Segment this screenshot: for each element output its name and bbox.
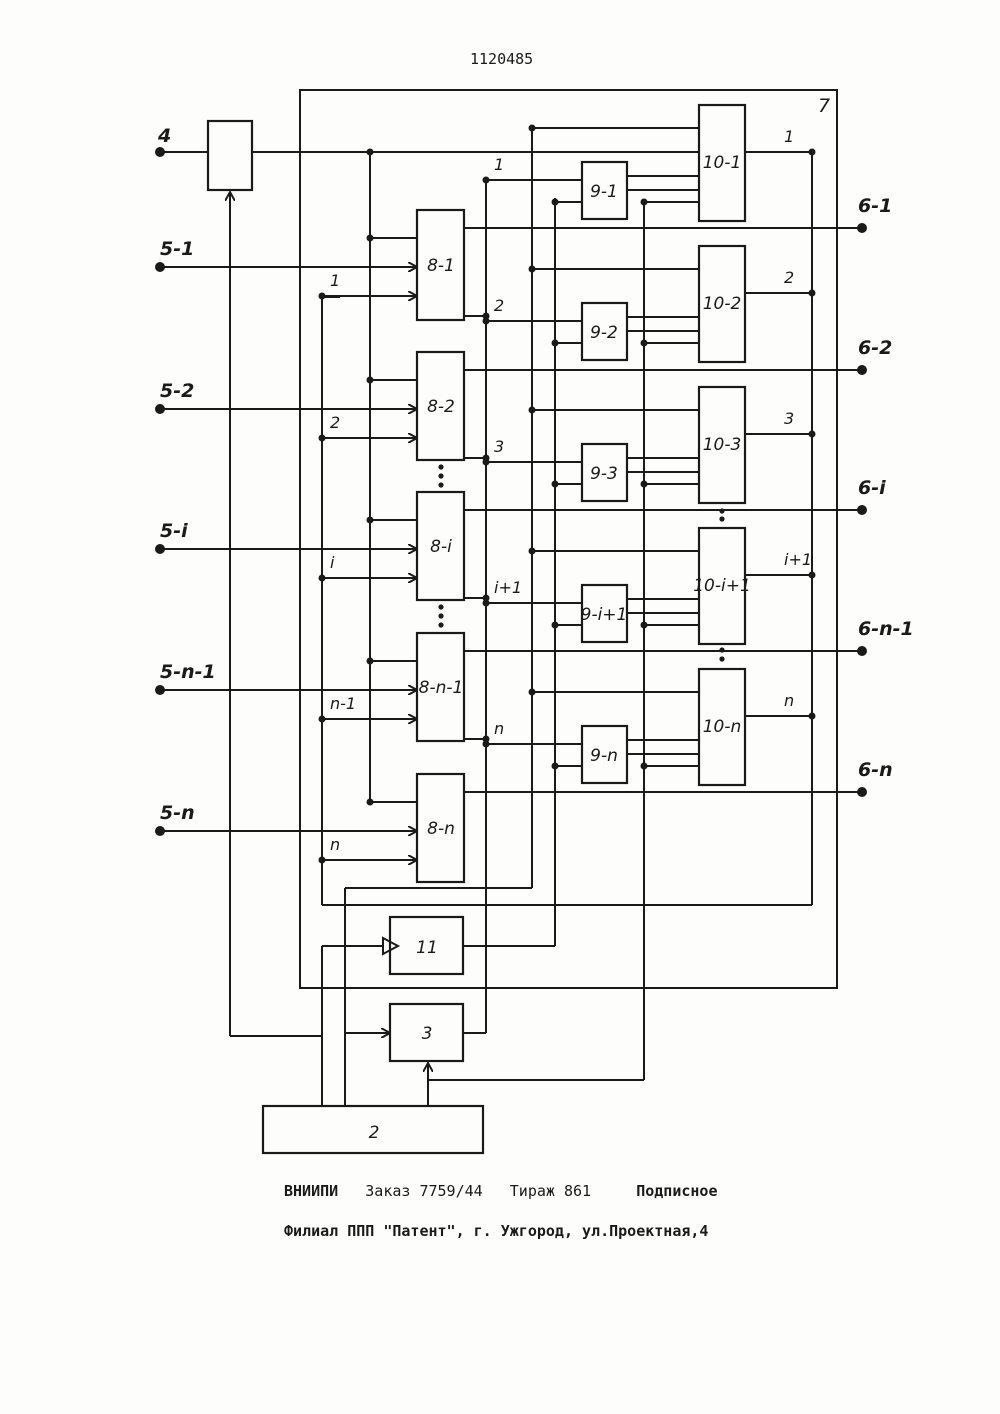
- left-wire-label-2: 2: [330, 413, 340, 432]
- block-9-i+1-label: 9-i+1: [581, 605, 628, 625]
- block-11-label: 11: [416, 938, 438, 958]
- left-wire-label-i: i: [330, 553, 335, 572]
- output-terminal-6-n-1: [857, 646, 867, 656]
- input-terminal-4: [155, 147, 165, 157]
- mid-wire-label-2: 2: [494, 296, 504, 315]
- block-9-n-label: 9-n: [590, 746, 618, 766]
- input-label-5-i: 5-i: [160, 520, 188, 542]
- output-label-6-1: 6-1: [858, 195, 892, 217]
- output-label-6-n: 6-n: [858, 759, 893, 781]
- block-10-n-label: 10-n: [703, 717, 742, 737]
- block-8-n-label: 8-n: [427, 819, 455, 839]
- right-wire-label-n: n: [784, 691, 794, 710]
- output-label-6-2: 6-2: [858, 337, 892, 359]
- block-10-1-label: 10-1: [703, 153, 742, 173]
- mid-wire-label-1: 1: [494, 155, 504, 174]
- unit-7-frame: [300, 90, 837, 988]
- footer-subscription: Подписное: [636, 1182, 717, 1200]
- footer-org: ВНИИПИ: [284, 1182, 338, 1200]
- right-wire-label-1: 1: [784, 127, 794, 146]
- mid-wire-label-i+1: i+1: [494, 578, 522, 597]
- output-terminal-6-2: [857, 365, 867, 375]
- input-terminal-5-n-1: [155, 685, 165, 695]
- mid-wire-label-n: n: [494, 719, 504, 738]
- block-2-label: 2: [369, 1123, 380, 1143]
- right-wire-label-3: 3: [784, 409, 794, 428]
- block-9-1-label: 9-1: [590, 182, 618, 202]
- block-8-2-label: 8-2: [427, 397, 455, 417]
- block-10-2-label: 10-2: [703, 294, 742, 314]
- block-3-label: 3: [422, 1024, 433, 1044]
- input-label-5-2: 5-2: [160, 380, 194, 402]
- footer-line-1: ВНИИПИ Заказ 7759/44 Тираж 861 Подписное: [284, 1182, 718, 1200]
- output-label-6-i: 6-i: [858, 477, 886, 499]
- mid-wire-label-3: 3: [494, 437, 504, 456]
- block-10-i+1-label: 10-i+1: [693, 576, 751, 596]
- block-8-i-label: 8-i: [430, 537, 452, 557]
- right-wire-label-i+1: i+1: [784, 550, 812, 569]
- block-9-3-label: 9-3: [590, 464, 618, 484]
- footer-branch: Филиал ППП "Патент", г. Ужгород, ул.Прое…: [284, 1222, 708, 1240]
- input-label-5-n-1: 5-n-1: [160, 661, 216, 683]
- output-terminal-6-n: [857, 787, 867, 797]
- output-label-6-n-1: 6-n-1: [858, 618, 914, 640]
- input-label-5-n: 5-n: [160, 802, 195, 824]
- footer-order: Заказ 7759/44: [365, 1182, 482, 1200]
- footer-circulation: Тираж 861: [510, 1182, 591, 1200]
- input-label-4: 4: [157, 125, 171, 147]
- input-terminal-5-i: [155, 544, 165, 554]
- block-8-1-label: 8-1: [427, 256, 455, 276]
- block-8-n-1-label: 8-n-1: [419, 678, 464, 698]
- unit-7-label: 7: [818, 95, 830, 117]
- left-wire-label-1: 1: [330, 271, 340, 290]
- right-wire-label-2: 2: [784, 268, 794, 287]
- left-wire-label-n: n: [330, 835, 340, 854]
- input-terminal-5-1: [155, 262, 165, 272]
- output-terminal-6-i: [857, 505, 867, 515]
- input-label-5-1: 5-1: [160, 238, 194, 260]
- block-9-2-label: 9-2: [590, 323, 618, 343]
- input-terminal-5-n: [155, 826, 165, 836]
- left-wire-label-n-1: n-1: [330, 694, 356, 713]
- footer-line-2: Филиал ППП "Патент", г. Ужгород, ул.Прое…: [284, 1222, 708, 1240]
- input-register-block: [208, 121, 252, 190]
- output-terminal-6-1: [857, 223, 867, 233]
- input-terminal-5-2: [155, 404, 165, 414]
- block-10-3-label: 10-3: [703, 435, 742, 455]
